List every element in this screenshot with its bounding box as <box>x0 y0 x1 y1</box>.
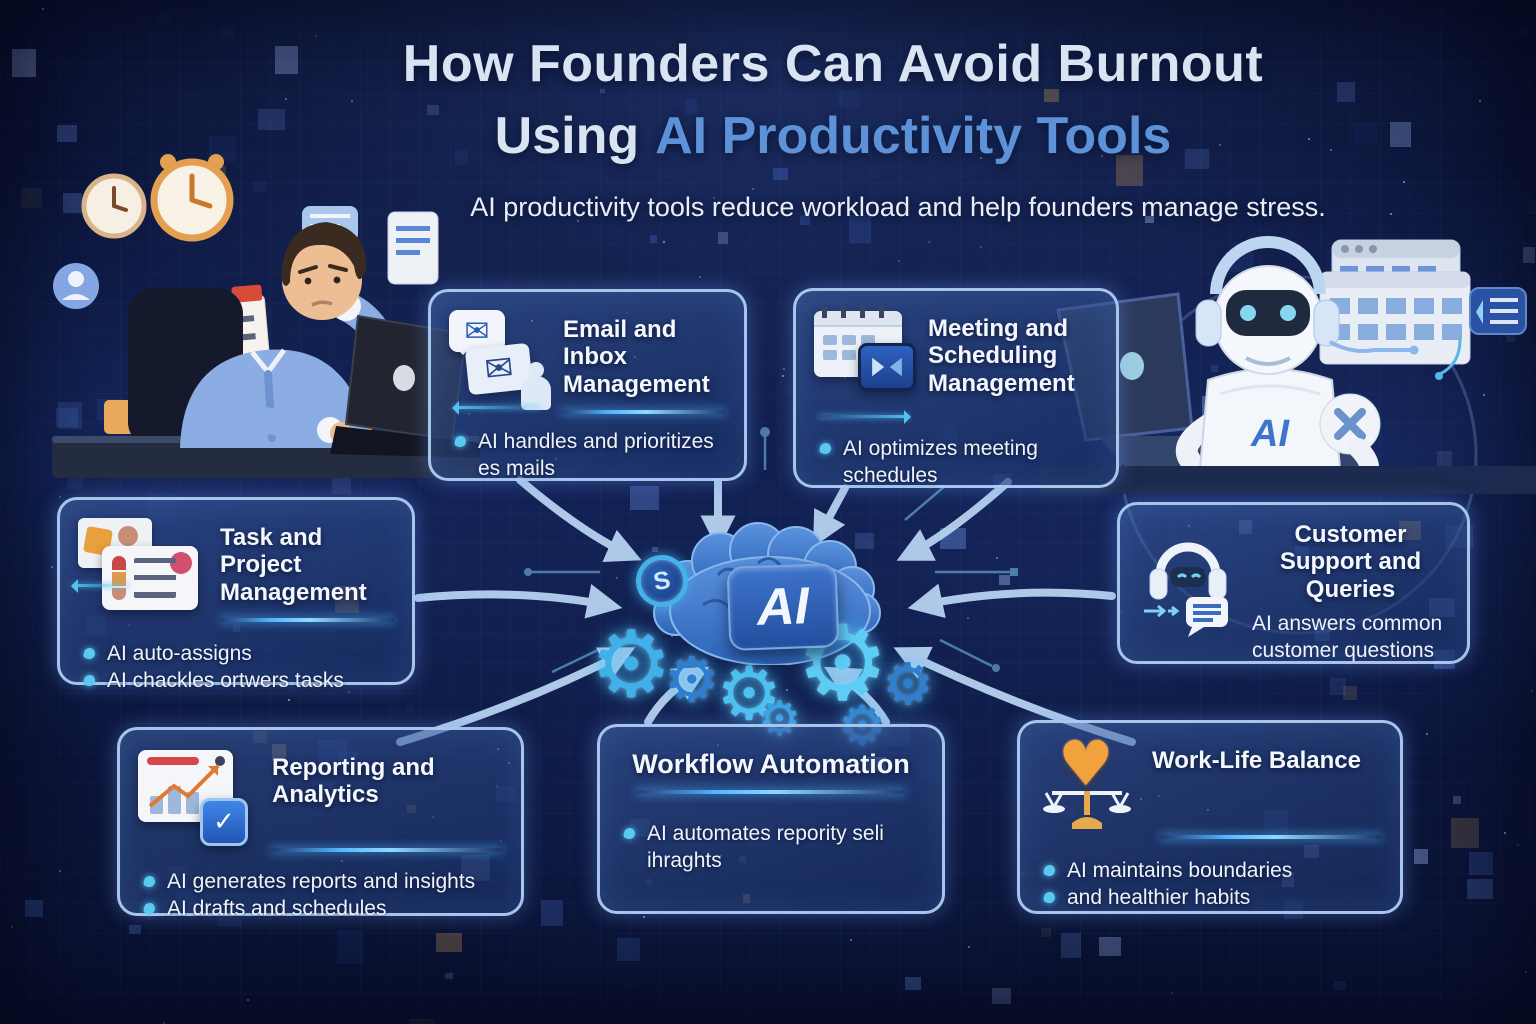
card-workflow: Workflow Automation AI automates reporit… <box>597 724 945 914</box>
card-divider <box>561 410 726 414</box>
page-title-line1: How Founders Can Avoid Burnout <box>130 34 1536 94</box>
scale-icon <box>1038 741 1136 833</box>
decorative-arrow <box>818 415 910 418</box>
title-highlight: AI Productivity Tools <box>655 107 1171 165</box>
card-title: Reporting and Analytics <box>272 748 503 809</box>
meeting-badge-icon <box>858 343 916 391</box>
check-badge-icon: ✓ <box>200 798 248 846</box>
bullet-item: AI optimizes meeting schedules <box>820 435 1096 490</box>
bullet-item: AI generates reports and insights <box>144 868 501 895</box>
title-prefix: Using <box>495 107 639 165</box>
card-title: Task and Project Management <box>220 518 394 606</box>
bullet-dot <box>454 435 467 448</box>
decorative-arrow <box>453 406 541 409</box>
ai-badge: AI <box>727 563 840 651</box>
laptop-logo <box>393 365 415 391</box>
robot-chest-label: AI <box>1250 413 1290 455</box>
chart-icon: ✓ <box>138 748 256 840</box>
bullet-dot <box>819 442 832 455</box>
card-divider <box>636 790 906 794</box>
page-title-line2: Using AI Productivity Tools <box>130 106 1536 166</box>
card-worklife: ♥ Work-Life Balance AI maintains boundar… <box>1017 720 1403 914</box>
gear-icon: ⚙ <box>882 655 934 713</box>
card-divider <box>1160 835 1382 839</box>
bullet-dot <box>1043 891 1056 904</box>
robot-visor <box>1226 290 1310 336</box>
task-cards-icon <box>78 518 204 610</box>
balance-heart-icon: ♥ <box>1038 741 1136 833</box>
card-title: Workflow Automation <box>618 733 924 780</box>
bullet-item: AI drafts and schedules <box>144 895 501 922</box>
card-text: AI answers common customer questions <box>1252 611 1449 665</box>
card-divider <box>220 618 394 622</box>
ai-hub: ⚙ ⚙ ⚙ ⚙ ⚙ ⚙ ⚙ S AI <box>600 515 930 735</box>
bullet-dot <box>143 902 156 915</box>
card-title: Customer Support and Queries <box>1252 519 1449 603</box>
laptop-logo <box>1120 352 1144 380</box>
card-task: Task and Project Management AI auto-assi… <box>57 497 415 685</box>
card-customer-support: Customer Support and Queries AI answers … <box>1117 502 1470 664</box>
gear-icon: ⚙ <box>664 649 720 711</box>
bullet-dot <box>83 674 96 687</box>
card-title: Work-Life Balance <box>1152 741 1361 774</box>
gear-icon: ⚙ <box>590 619 672 711</box>
bullet-item: AI handles and prioritizes es mails <box>455 428 724 483</box>
calendar-icon <box>814 309 912 401</box>
subtitle: AI productivity tools reduce workload an… <box>260 192 1536 223</box>
list-badge-icon <box>1470 288 1526 334</box>
bullet-item: AI maintains boundaries <box>1044 857 1380 884</box>
bullet-dot <box>623 827 636 840</box>
header: How Founders Can Avoid Burnout Using AI P… <box>130 34 1536 223</box>
headset-icon <box>1138 519 1236 639</box>
decorative-arrow <box>72 584 128 587</box>
bullet-dot <box>143 875 156 888</box>
card-reporting: ✓ Reporting and Analytics AI generates r… <box>117 727 524 916</box>
bullet-item: AI chackles ortwers tasks <box>84 667 392 694</box>
bullet-item: AI automates repority seli ihraghts <box>624 820 922 875</box>
card-title: Email and Inbox Management <box>563 310 726 398</box>
card-title: Meeting and Scheduling Management <box>928 309 1098 397</box>
bullet-item: and healthier habits <box>1044 884 1380 911</box>
decorative-arrow <box>1144 606 1177 616</box>
bullet-dot <box>1043 864 1056 877</box>
card-meeting: Meeting and Scheduling Management AI opt… <box>793 288 1119 488</box>
email-icon: ✉ ✉ <box>449 310 547 402</box>
task-card-front <box>102 546 198 610</box>
card-divider <box>270 848 503 852</box>
bullet-dot <box>83 647 96 660</box>
card-email: ✉ ✉ Email and Inbox Management AI handle… <box>428 289 747 481</box>
bullet-item: AI auto-assigns <box>84 640 392 667</box>
person-silhouette-icon <box>521 376 551 410</box>
